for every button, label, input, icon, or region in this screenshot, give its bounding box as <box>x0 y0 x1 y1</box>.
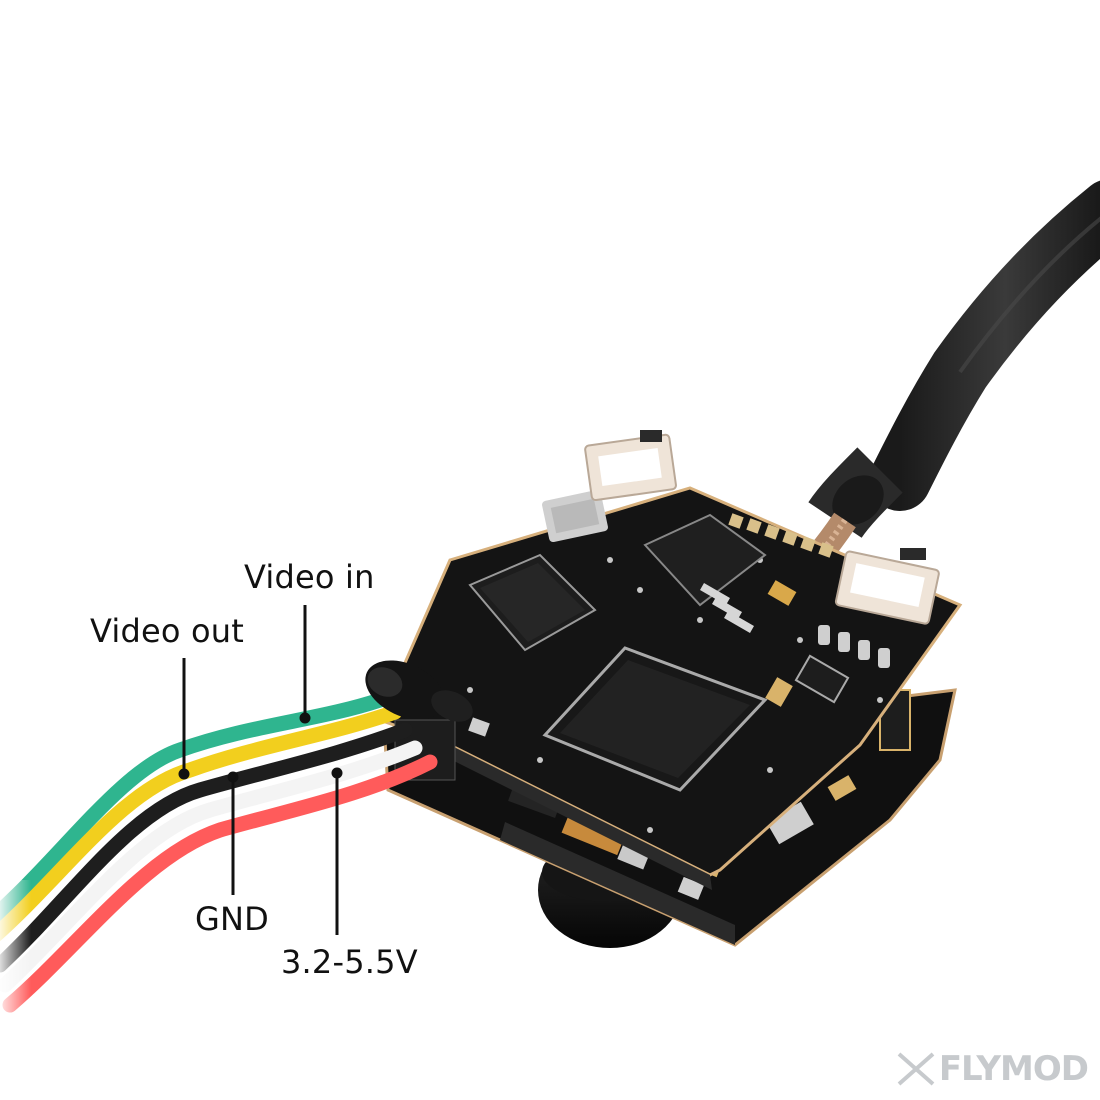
label-video-in: Video in <box>244 558 375 596</box>
top-pcb <box>377 430 963 890</box>
label-gnd: GND <box>195 900 269 938</box>
label-power: 3.2-5.5V <box>281 943 418 981</box>
label-video-out: Video out <box>90 612 245 650</box>
leader-lines <box>178 605 343 935</box>
x-logo-icon <box>897 1052 935 1086</box>
watermark-text: FLYMOD <box>938 1049 1089 1089</box>
antenna-cable <box>804 180 1100 569</box>
wire-harness <box>0 660 473 1040</box>
watermark: FLYMOD <box>897 1049 1089 1089</box>
